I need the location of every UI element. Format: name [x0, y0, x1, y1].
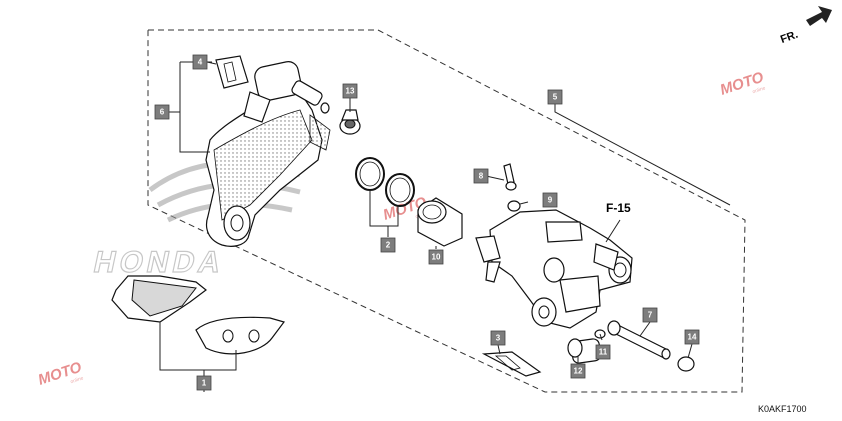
callout-tag-14: 14	[684, 329, 700, 345]
svg-text:2: 2	[386, 241, 391, 250]
svg-text:7: 7	[648, 311, 653, 320]
part-piston	[417, 197, 463, 247]
part-boot	[339, 109, 361, 135]
svg-text:6: 6	[160, 108, 165, 117]
svg-text:MOTO: MOTO	[718, 69, 766, 99]
svg-text:online: online	[752, 85, 767, 95]
callout-tag-1: 1	[196, 375, 212, 391]
part-bleed-screw	[503, 163, 517, 191]
part-pin-bolt	[607, 320, 671, 360]
part-pad-spring	[215, 55, 249, 89]
svg-text:10: 10	[432, 253, 441, 262]
svg-text:11: 11	[599, 348, 608, 357]
callout-tag-12: 12	[570, 363, 586, 379]
svg-text:13: 13	[346, 87, 355, 96]
callout-tag-6: 6	[154, 104, 170, 120]
part-pad-retainer	[481, 351, 542, 377]
part-caliper-bracket	[205, 61, 331, 247]
callout-tag-5: 5	[547, 89, 563, 105]
svg-text:12: 12	[574, 367, 583, 376]
honda-logo-text: HONDA	[91, 246, 228, 279]
leader-lines	[159, 61, 731, 392]
svg-text:5: 5	[553, 93, 558, 102]
callout-tag-4: 4	[192, 54, 208, 70]
callout-tag-11: 11	[595, 344, 611, 360]
part-pin-plug	[677, 356, 695, 372]
front-label: FR.	[779, 29, 800, 46]
assembly-boundary	[147, 29, 746, 393]
callout-tag-3: 3	[490, 330, 506, 346]
watermark-bottom-left: MOTO online	[36, 359, 85, 389]
svg-text:14: 14	[688, 333, 697, 342]
callout-tag-8: 8	[473, 168, 489, 184]
callout-tag-9: 9	[542, 192, 558, 208]
svg-text:online: online	[70, 375, 85, 385]
svg-text:MOTO: MOTO	[36, 359, 84, 389]
callout-tag-2: 2	[380, 237, 396, 253]
part-brake-pads	[111, 275, 286, 355]
front-arrow-icon	[806, 6, 832, 26]
svg-text:8: 8	[479, 172, 484, 181]
part-mounting-bolt	[567, 338, 602, 364]
callout-tag-7: 7	[642, 307, 658, 323]
part-caliper-body	[475, 209, 633, 329]
svg-text:1: 1	[202, 379, 207, 388]
svg-text:4: 4	[198, 58, 203, 67]
watermark-top-right: MOTO online	[718, 69, 767, 99]
diagram-code: K0AKF1700	[758, 404, 807, 414]
section-reference: F-15	[606, 201, 631, 215]
callout-tag-10: 10	[428, 249, 444, 265]
svg-text:9: 9	[548, 196, 553, 205]
honda-wing-watermark: HONDA	[90, 160, 301, 280]
svg-text:3: 3	[496, 334, 501, 343]
front-direction-indicator: FR.	[779, 6, 832, 46]
part-bleeder-cap	[507, 200, 521, 212]
callout-tag-13: 13	[342, 83, 358, 99]
